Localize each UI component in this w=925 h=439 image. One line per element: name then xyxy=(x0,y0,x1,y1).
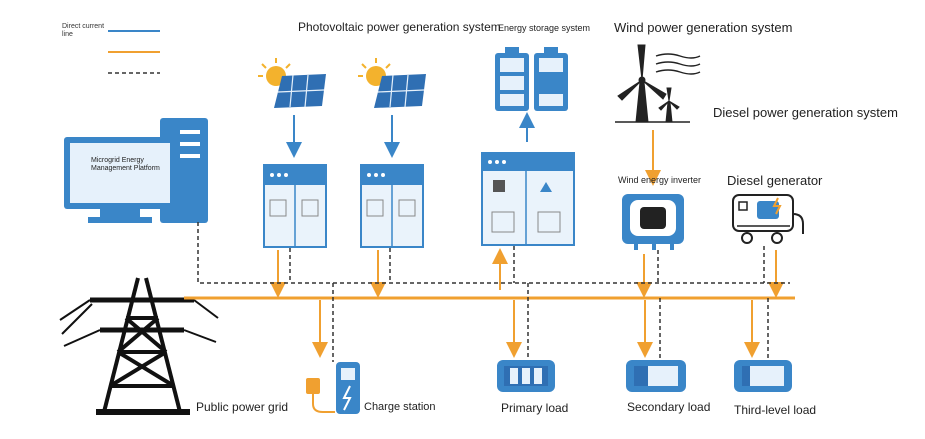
inverter-icon xyxy=(622,194,684,250)
management-platform-label: Microgrid Energy Management Platform xyxy=(91,157,160,172)
ev-charger-icon xyxy=(306,362,360,414)
connection-lines xyxy=(184,112,795,362)
primary-load-label: Primary load xyxy=(501,401,569,415)
battery-icon xyxy=(495,47,568,111)
load-icon xyxy=(734,360,792,392)
charge-station-label: Charge station xyxy=(364,401,436,413)
storage-converter-cabinet xyxy=(481,152,575,246)
generator-icon xyxy=(732,194,804,244)
legend xyxy=(108,30,160,74)
wind-system-label: Wind power generation system xyxy=(614,20,793,35)
pv-inverter-cabinet xyxy=(263,164,327,248)
wind-turbine-icon xyxy=(615,44,701,123)
photovoltaic-system-label: Photovoltaic power generation system xyxy=(298,20,501,34)
wind-inverter-label: Wind energy inverter xyxy=(618,175,702,185)
solar-panel-icon xyxy=(358,58,426,108)
secondary-load-label: Secondary load xyxy=(627,400,711,414)
diesel-generator-label: Diesel generator xyxy=(727,173,823,188)
load-icon xyxy=(626,360,686,392)
solar-panel-icon xyxy=(258,58,326,108)
pv-inverter-cabinet xyxy=(360,164,424,248)
third-load-label: Third-level load xyxy=(734,403,817,417)
legend-label-dc: Direct current line xyxy=(62,23,105,38)
computer-icon xyxy=(64,118,208,223)
public-grid-label: Public power grid xyxy=(196,400,289,414)
energy-storage-label: Energy storage system xyxy=(498,23,591,33)
diesel-system-label: Diesel power generation system xyxy=(713,105,898,120)
load-icon xyxy=(497,360,555,392)
transmission-tower-icon xyxy=(59,277,219,415)
